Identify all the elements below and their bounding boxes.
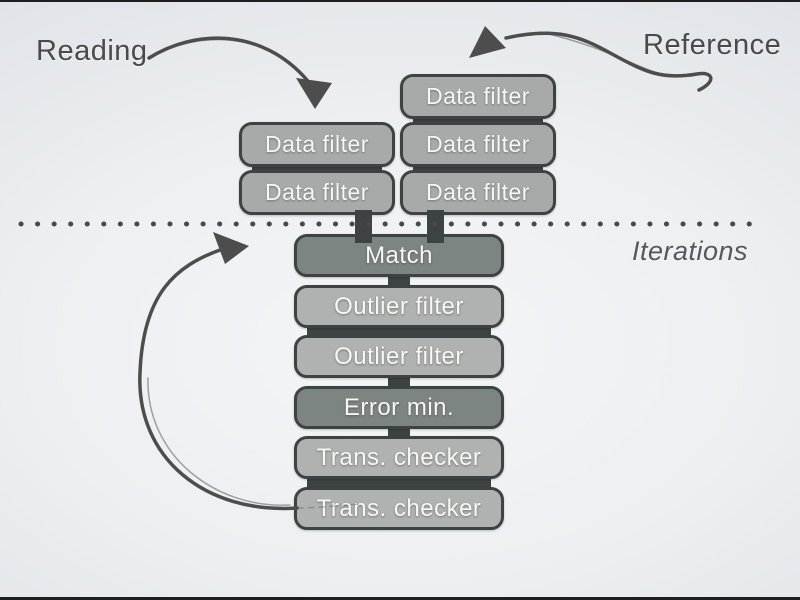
- data-filter-box: Data filter: [239, 170, 395, 215]
- stack-glue-band: [413, 115, 543, 126]
- pipeline-box: Trans. checker: [294, 487, 504, 530]
- data-filter-box-label: Data filter: [426, 179, 530, 205]
- top-edge-strip: [0, 0, 800, 2]
- pipeline-box: Match: [294, 234, 504, 277]
- pipeline-box-label: Match: [365, 241, 433, 269]
- iterations-label: Iterations: [632, 236, 749, 266]
- data-filter-box-label: Data filter: [426, 83, 530, 109]
- reading-arrow-icon: [147, 36, 332, 109]
- data-filter-box-label: Data filter: [426, 131, 530, 157]
- stack-glue-band: [413, 163, 543, 174]
- data-filter-box-label: Data filter: [265, 131, 369, 157]
- connector-tab: [388, 375, 410, 389]
- data-filter-box: Data filter: [400, 122, 556, 167]
- data-filter-box: Data filter: [400, 170, 556, 215]
- connector-tab: [388, 426, 410, 439]
- pipeline-box: Trans. checker: [294, 436, 504, 479]
- pipeline-box: Error min.: [294, 386, 504, 429]
- pipeline-box-label: Error min.: [343, 393, 455, 421]
- pipeline-box-label: Trans. checker: [316, 494, 482, 522]
- reading-label: Reading: [36, 35, 148, 67]
- pipeline-box-label: Trans. checker: [316, 443, 482, 471]
- connector-tab: [354, 210, 372, 243]
- pipeline-box: Outlier filter: [294, 335, 504, 378]
- pipeline-box-label: Outlier filter: [334, 292, 464, 320]
- data-filter-box: Data filter: [400, 74, 556, 119]
- reference-label: Reference: [643, 29, 782, 61]
- data-filter-box: Data filter: [239, 122, 395, 167]
- pipeline-box: Outlier filter: [294, 285, 504, 328]
- data-filter-box-label: Data filter: [265, 179, 369, 205]
- connector-tab: [426, 210, 444, 243]
- pipeline-box-label: Outlier filter: [334, 342, 464, 370]
- stack-glue-band: [252, 163, 382, 174]
- connector-tab: [388, 274, 410, 288]
- bottom-edge-strip: [0, 597, 800, 600]
